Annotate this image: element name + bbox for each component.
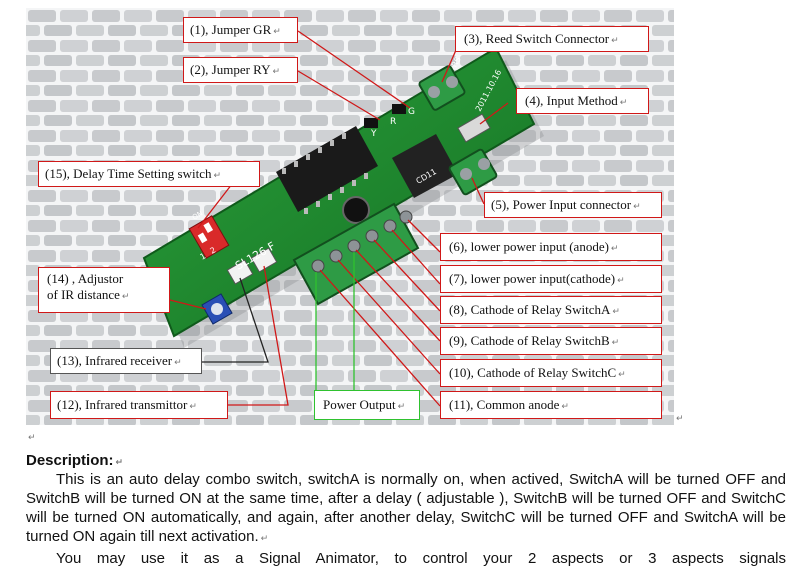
silkscreen-pin-g: G — [408, 107, 415, 117]
label-input-method: (4), Input Method↵ — [516, 88, 649, 114]
input-method-switch — [457, 113, 491, 143]
label-power-input-connector: (5), Power Input connector↵ — [484, 192, 662, 218]
silkscreen-dip-2: 2 — [209, 245, 218, 255]
label-cathode-relay-switch-b: (9), Cathode of Relay SwitchB↵ — [440, 327, 662, 355]
ir-receiver — [226, 259, 254, 285]
capacitor — [342, 196, 370, 224]
leader-lines-black — [202, 277, 269, 363]
description-section: Description:↵ This is an auto delay comb… — [26, 452, 786, 568]
label-delay-time-setting-switch: (15), Delay Time Setting switch↵ — [38, 161, 260, 187]
label-ir-distance-adjustor: (14) , Adjustor of IR distance↵ — [38, 267, 170, 313]
silkscreen-dip-1: 1 — [199, 251, 208, 261]
label-common-anode: (11), Common anode↵ — [440, 391, 662, 419]
leader-lines-green — [315, 252, 355, 390]
description-paragraph-2: You may use it as a Signal Animator, to … — [56, 550, 786, 567]
label-cathode-relay-switch-c: (10), Cathode of Relay SwitchC↵ — [440, 359, 662, 387]
relay-block — [392, 134, 458, 198]
pilcrow-mark: ↵ — [676, 414, 684, 424]
pilcrow-mark: ↵ — [28, 433, 36, 443]
label-cathode-relay-switch-a: (8), Cathode of Relay SwitchA↵ — [440, 296, 662, 324]
ic-chip — [276, 126, 378, 212]
jumper-gr-pins — [392, 104, 406, 114]
label-jumper-ry: (2), Jumper RY↵ — [183, 57, 298, 83]
silkscreen-reed: RS — [450, 55, 463, 69]
silkscreen-pin-r: R — [390, 117, 396, 127]
jumper-ry-pins — [364, 118, 378, 128]
leader-lines-red — [169, 30, 509, 407]
pcb-board: SL126 F 2011.10.16 CD11 Y R G RS 1 2 ON — [142, 46, 536, 338]
label-power-output: Power Output↵ — [314, 390, 420, 420]
label-infrared-receiver: (13), Infrared receiver↵ — [50, 348, 202, 374]
label-lower-power-input-cathode: (7), lower power input(cathode)↵ — [440, 265, 662, 293]
label-lower-power-input-anode: (6), lower power input (anode)↵ — [440, 233, 662, 261]
label-jumper-gr: (1), Jumper GR↵ — [183, 17, 298, 43]
description-paragraph-1: This is an auto delay combo switch, swit… — [26, 471, 786, 545]
label-reed-switch-connector: (3), Reed Switch Connector↵ — [455, 26, 649, 52]
silkscreen-pin-y: Y — [370, 129, 377, 139]
label-infrared-transmittor: (12), Infrared transmittor↵ — [50, 391, 228, 419]
description-heading: Description:↵ — [26, 452, 124, 469]
ir-transmitter — [250, 247, 278, 273]
